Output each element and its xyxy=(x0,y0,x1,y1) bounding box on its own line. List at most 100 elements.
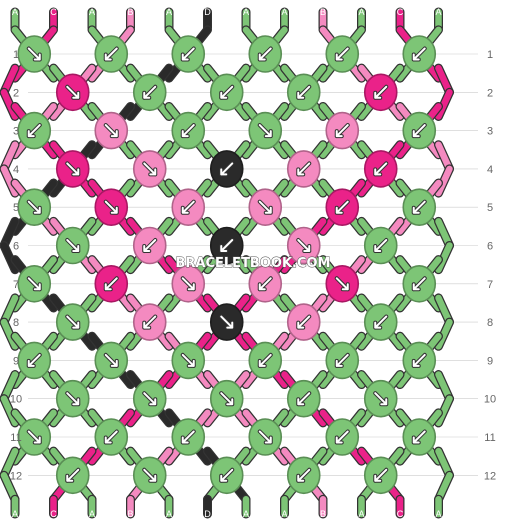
strand-letter: A xyxy=(281,7,287,17)
thread-segment xyxy=(0,89,19,120)
row-label-left: 12 xyxy=(10,470,22,482)
arrow-down-right-icon xyxy=(104,353,118,367)
strand-letter: A xyxy=(435,7,441,17)
arrow-down-right-icon xyxy=(27,200,41,214)
strand-letter: B xyxy=(320,7,326,17)
row-label-right: 7 xyxy=(487,279,493,291)
strand-letter: C xyxy=(397,7,404,17)
arrow-down-right-icon xyxy=(104,200,118,214)
arrow-down-left-icon xyxy=(374,85,388,99)
arrow-down-left-icon xyxy=(66,468,80,482)
arrow-down-left-icon xyxy=(27,353,41,367)
arrow-down-left-icon xyxy=(412,353,426,367)
arrow-down-right-icon xyxy=(66,85,80,99)
row-label-right: 5 xyxy=(487,202,493,214)
row-label-left: 5 xyxy=(13,202,19,214)
row-label-right: 12 xyxy=(484,470,496,482)
strand-letter: A xyxy=(281,509,287,519)
arrow-down-left-icon xyxy=(335,200,349,214)
arrow-down-right-icon xyxy=(220,392,234,406)
arrow-down-left-icon xyxy=(297,85,311,99)
thread-segment xyxy=(0,318,19,350)
arrow-down-left-icon xyxy=(143,315,157,329)
strand-letter: D xyxy=(204,509,211,519)
arrow-down-right-icon xyxy=(258,124,272,138)
watermark: BRACELETBOOK.COM xyxy=(176,256,331,271)
strand-letter: A xyxy=(358,7,364,17)
thread-segment xyxy=(435,395,453,427)
strand-letter: A xyxy=(243,509,249,519)
arrow-down-left-icon xyxy=(412,430,426,444)
row-label-right: 8 xyxy=(487,317,493,329)
strand-letter: B xyxy=(127,509,133,519)
arrow-down-right-icon xyxy=(181,277,195,291)
arrow-down-right-icon xyxy=(66,162,80,176)
row-label-right: 11 xyxy=(484,432,495,444)
arrow-down-left-icon xyxy=(104,47,118,61)
strand-letter: A xyxy=(166,509,172,519)
arrow-down-left-icon xyxy=(104,277,118,291)
arrow-down-right-icon xyxy=(258,200,272,214)
arrow-down-left-icon xyxy=(335,124,349,138)
row-label-left: 2 xyxy=(13,87,19,99)
row-label-right: 10 xyxy=(484,394,496,406)
row-label-right: 4 xyxy=(487,164,493,176)
arrow-down-left-icon xyxy=(335,430,349,444)
arrow-down-left-icon xyxy=(27,124,41,138)
arrow-down-left-icon xyxy=(181,200,195,214)
row-label-left: 9 xyxy=(13,355,19,367)
arrow-down-left-icon xyxy=(220,468,234,482)
arrow-down-left-icon xyxy=(181,124,195,138)
arrow-down-right-icon xyxy=(220,315,234,329)
arrow-down-right-icon xyxy=(143,392,157,406)
strand-letter: B xyxy=(320,509,326,519)
knot-layer xyxy=(17,35,437,495)
row-label-left: 6 xyxy=(13,241,19,253)
arrow-down-left-icon xyxy=(258,277,272,291)
arrow-down-left-icon xyxy=(297,468,311,482)
thread-segment xyxy=(435,165,453,197)
arrow-down-left-icon xyxy=(374,162,388,176)
arrow-down-right-icon xyxy=(66,315,80,329)
arrow-down-right-icon xyxy=(27,47,41,61)
thread-segment xyxy=(435,242,453,273)
row-label-left: 4 xyxy=(13,164,19,176)
arrow-down-left-icon xyxy=(335,47,349,61)
arrow-down-left-icon xyxy=(374,468,388,482)
strand-letter: A xyxy=(243,7,249,17)
row-label-left: 11 xyxy=(10,432,21,444)
arrow-down-left-icon xyxy=(181,47,195,61)
strand-letter: D xyxy=(204,7,211,17)
row-label-left: 3 xyxy=(13,126,19,138)
arrow-down-left-icon xyxy=(297,162,311,176)
arrow-down-left-icon xyxy=(181,430,195,444)
arrow-down-right-icon xyxy=(66,239,80,252)
arrow-down-right-icon xyxy=(335,277,349,291)
strand-letter: A xyxy=(12,7,18,17)
arrow-down-right-icon xyxy=(27,277,41,291)
row-label-right: 9 xyxy=(487,355,493,367)
arrow-down-left-icon xyxy=(104,430,118,444)
arrow-down-left-icon xyxy=(412,47,426,61)
arrow-down-left-icon xyxy=(143,239,157,252)
arrow-down-left-icon xyxy=(258,47,272,61)
arrow-down-left-icon xyxy=(143,85,157,99)
arrow-down-left-icon xyxy=(220,85,234,99)
arrow-down-left-icon xyxy=(412,200,426,214)
strand-letter: C xyxy=(50,509,57,519)
arrow-down-left-icon xyxy=(412,277,426,291)
strand-letter: A xyxy=(435,509,441,519)
thread-segment xyxy=(435,318,453,350)
strand-letter: A xyxy=(12,509,18,519)
arrow-down-right-icon xyxy=(104,124,118,138)
arrow-down-left-icon xyxy=(297,392,311,406)
arrow-down-right-icon xyxy=(374,392,388,406)
row-label-left: 8 xyxy=(13,317,19,329)
strand-letter: C xyxy=(50,7,57,17)
thread-segment xyxy=(0,395,19,427)
strand-letter: A xyxy=(89,509,95,519)
arrow-down-left-icon xyxy=(412,124,426,138)
